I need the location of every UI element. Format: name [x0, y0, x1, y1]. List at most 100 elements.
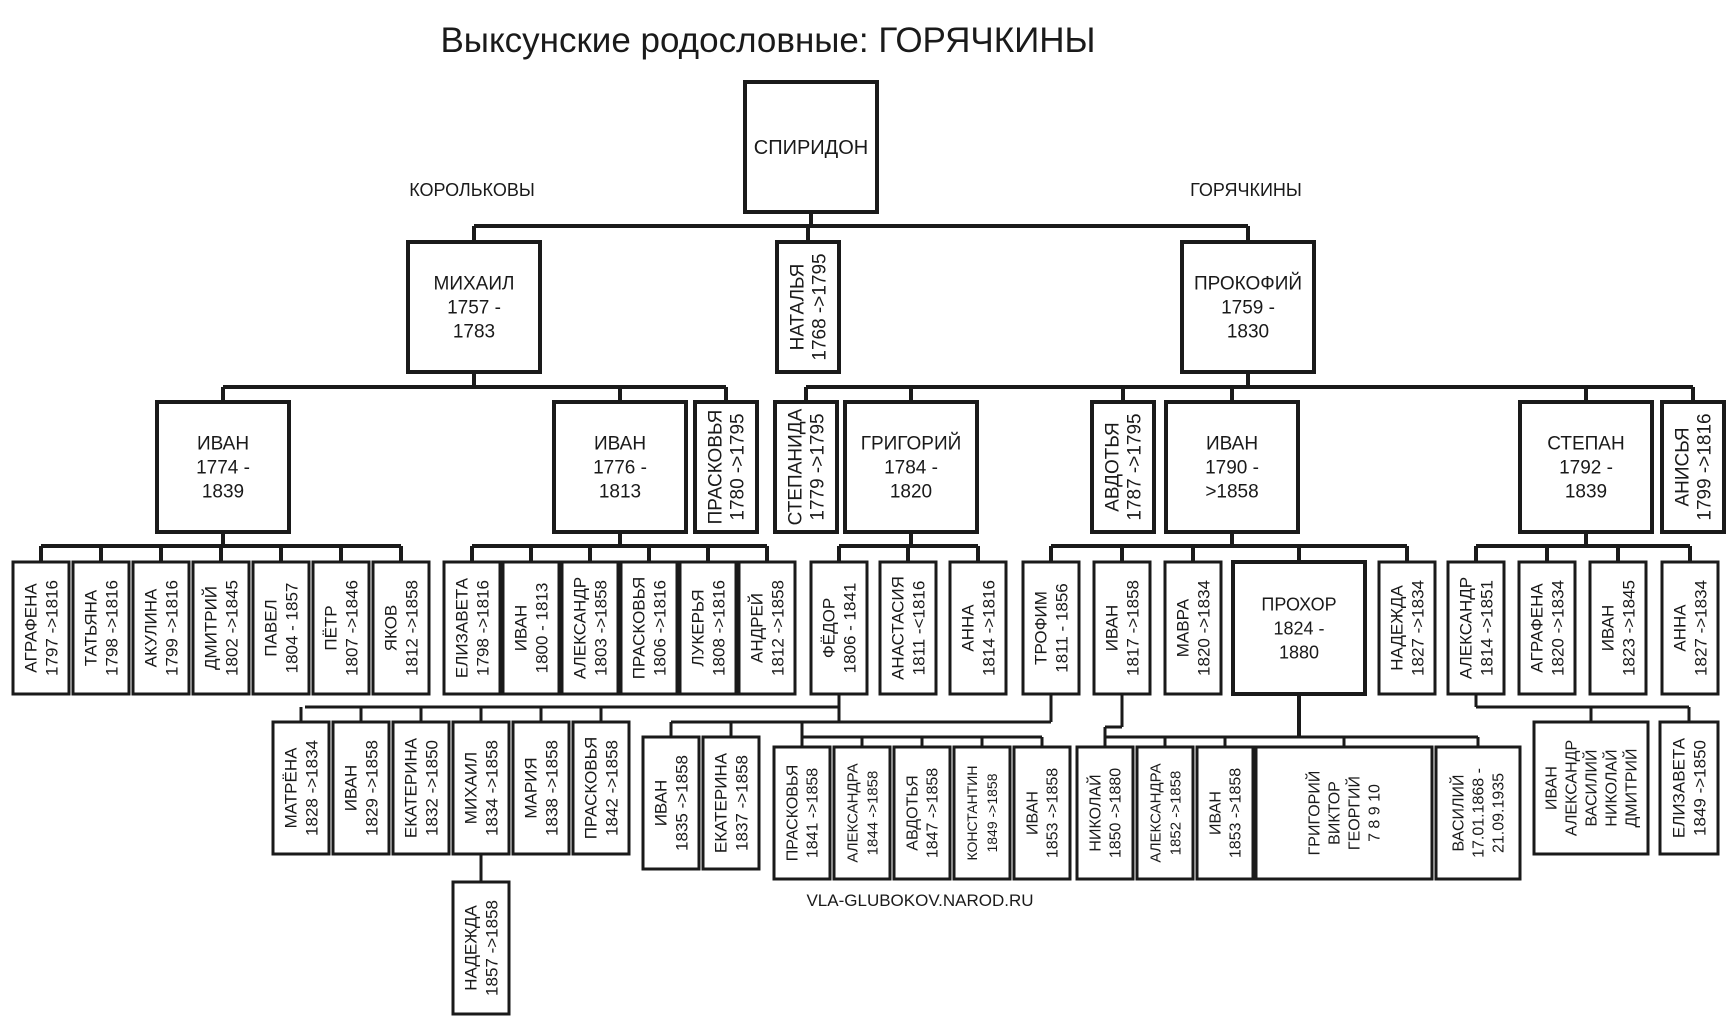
person-dates: 1799 ->1816	[162, 580, 181, 676]
person-box-frame	[1164, 400, 1300, 534]
person-dates: >1858	[1205, 482, 1258, 503]
person-box-frame	[1517, 560, 1577, 696]
person-name: ПРОХОР	[1261, 594, 1336, 614]
person-name: СТЕПАН	[1547, 434, 1624, 455]
person-dates: 1776 -	[593, 458, 647, 479]
person-name: МИХАИЛ	[461, 752, 480, 824]
person-box-frame	[1434, 745, 1522, 881]
person-box-frame	[737, 560, 797, 696]
person-name: ДМИТРИЙ	[201, 586, 220, 670]
person-name: ПРАСКОВЬЯ	[581, 737, 600, 840]
person-dates: 1852 ->1858	[1167, 771, 1184, 856]
person-name: ПРАСКОВЬЯ	[629, 577, 648, 680]
person-text: АНИСЬЯ1799 ->1816	[1673, 413, 1716, 520]
person-name: ВАСИЛИЙ	[1449, 774, 1468, 851]
person-box-frame	[251, 560, 311, 696]
person-box-frame	[552, 400, 688, 534]
person-dates: 1834 ->1858	[482, 740, 501, 836]
person-box-frame	[878, 560, 938, 696]
person-text: СТЕПАНИДА1779 ->1795	[786, 408, 829, 525]
person-name: ПЁТР	[321, 605, 340, 650]
person-box-frame	[892, 745, 952, 881]
person-name: ЕЛИЗАВЕТА	[1669, 737, 1688, 838]
person-dates: 1850 ->1880	[1108, 768, 1125, 858]
person-name: НАДЕЖДА	[1387, 585, 1406, 671]
person-box-frame	[641, 735, 701, 871]
person-name: АННА	[1670, 604, 1689, 652]
person-dates: 1832 ->1850	[422, 740, 441, 836]
person-box-frame	[271, 720, 331, 856]
person-dates: 1853 ->1858	[1045, 768, 1062, 858]
person-dates: 1803 ->1858	[591, 580, 610, 676]
person-name: ТАТЬЯНА	[81, 589, 100, 666]
person-box-frame	[311, 560, 371, 696]
person-box-frame	[1231, 560, 1367, 696]
person-name: МАТРЁНА	[281, 747, 300, 829]
person-name: АЛЕКСАНДРА	[1147, 763, 1164, 862]
person-box-frame	[952, 745, 1012, 881]
person-box-frame	[1532, 720, 1650, 856]
person-dates: 1857 ->1858	[482, 900, 501, 996]
person-name: АГРАФЕНА	[21, 583, 40, 673]
person-name: АНДРЕЙ	[747, 593, 766, 663]
person-name: ИВАН	[197, 434, 249, 455]
person-box-frame	[693, 400, 759, 534]
person-dates: ДМИТРИЙ	[1622, 748, 1641, 827]
person-name: НАТАЛЬЯ	[788, 264, 809, 351]
person-dates: 1820 ->1834	[1548, 580, 1567, 676]
person-dates: 1841 ->1858	[805, 768, 822, 858]
person-dates: 1817 ->1858	[1123, 580, 1142, 676]
person-dates: 21.09.1935	[1491, 773, 1508, 853]
person-name: КОНСТАНТИН	[964, 766, 980, 861]
person-name: НИКОЛАЙ	[1086, 774, 1105, 851]
person-box-stepanida: СТЕПАНИДА1779 ->1795	[773, 400, 839, 534]
person-box-frame	[1075, 745, 1135, 881]
person-name: СПИРИДОН	[754, 137, 868, 159]
person-name: ЕКАТЕРИНА	[401, 737, 420, 838]
person-dates: 1824 -	[1273, 618, 1324, 638]
person-dates: 1838 ->1858	[542, 740, 561, 836]
person-name: АЛЕКСАНДР	[570, 577, 589, 679]
